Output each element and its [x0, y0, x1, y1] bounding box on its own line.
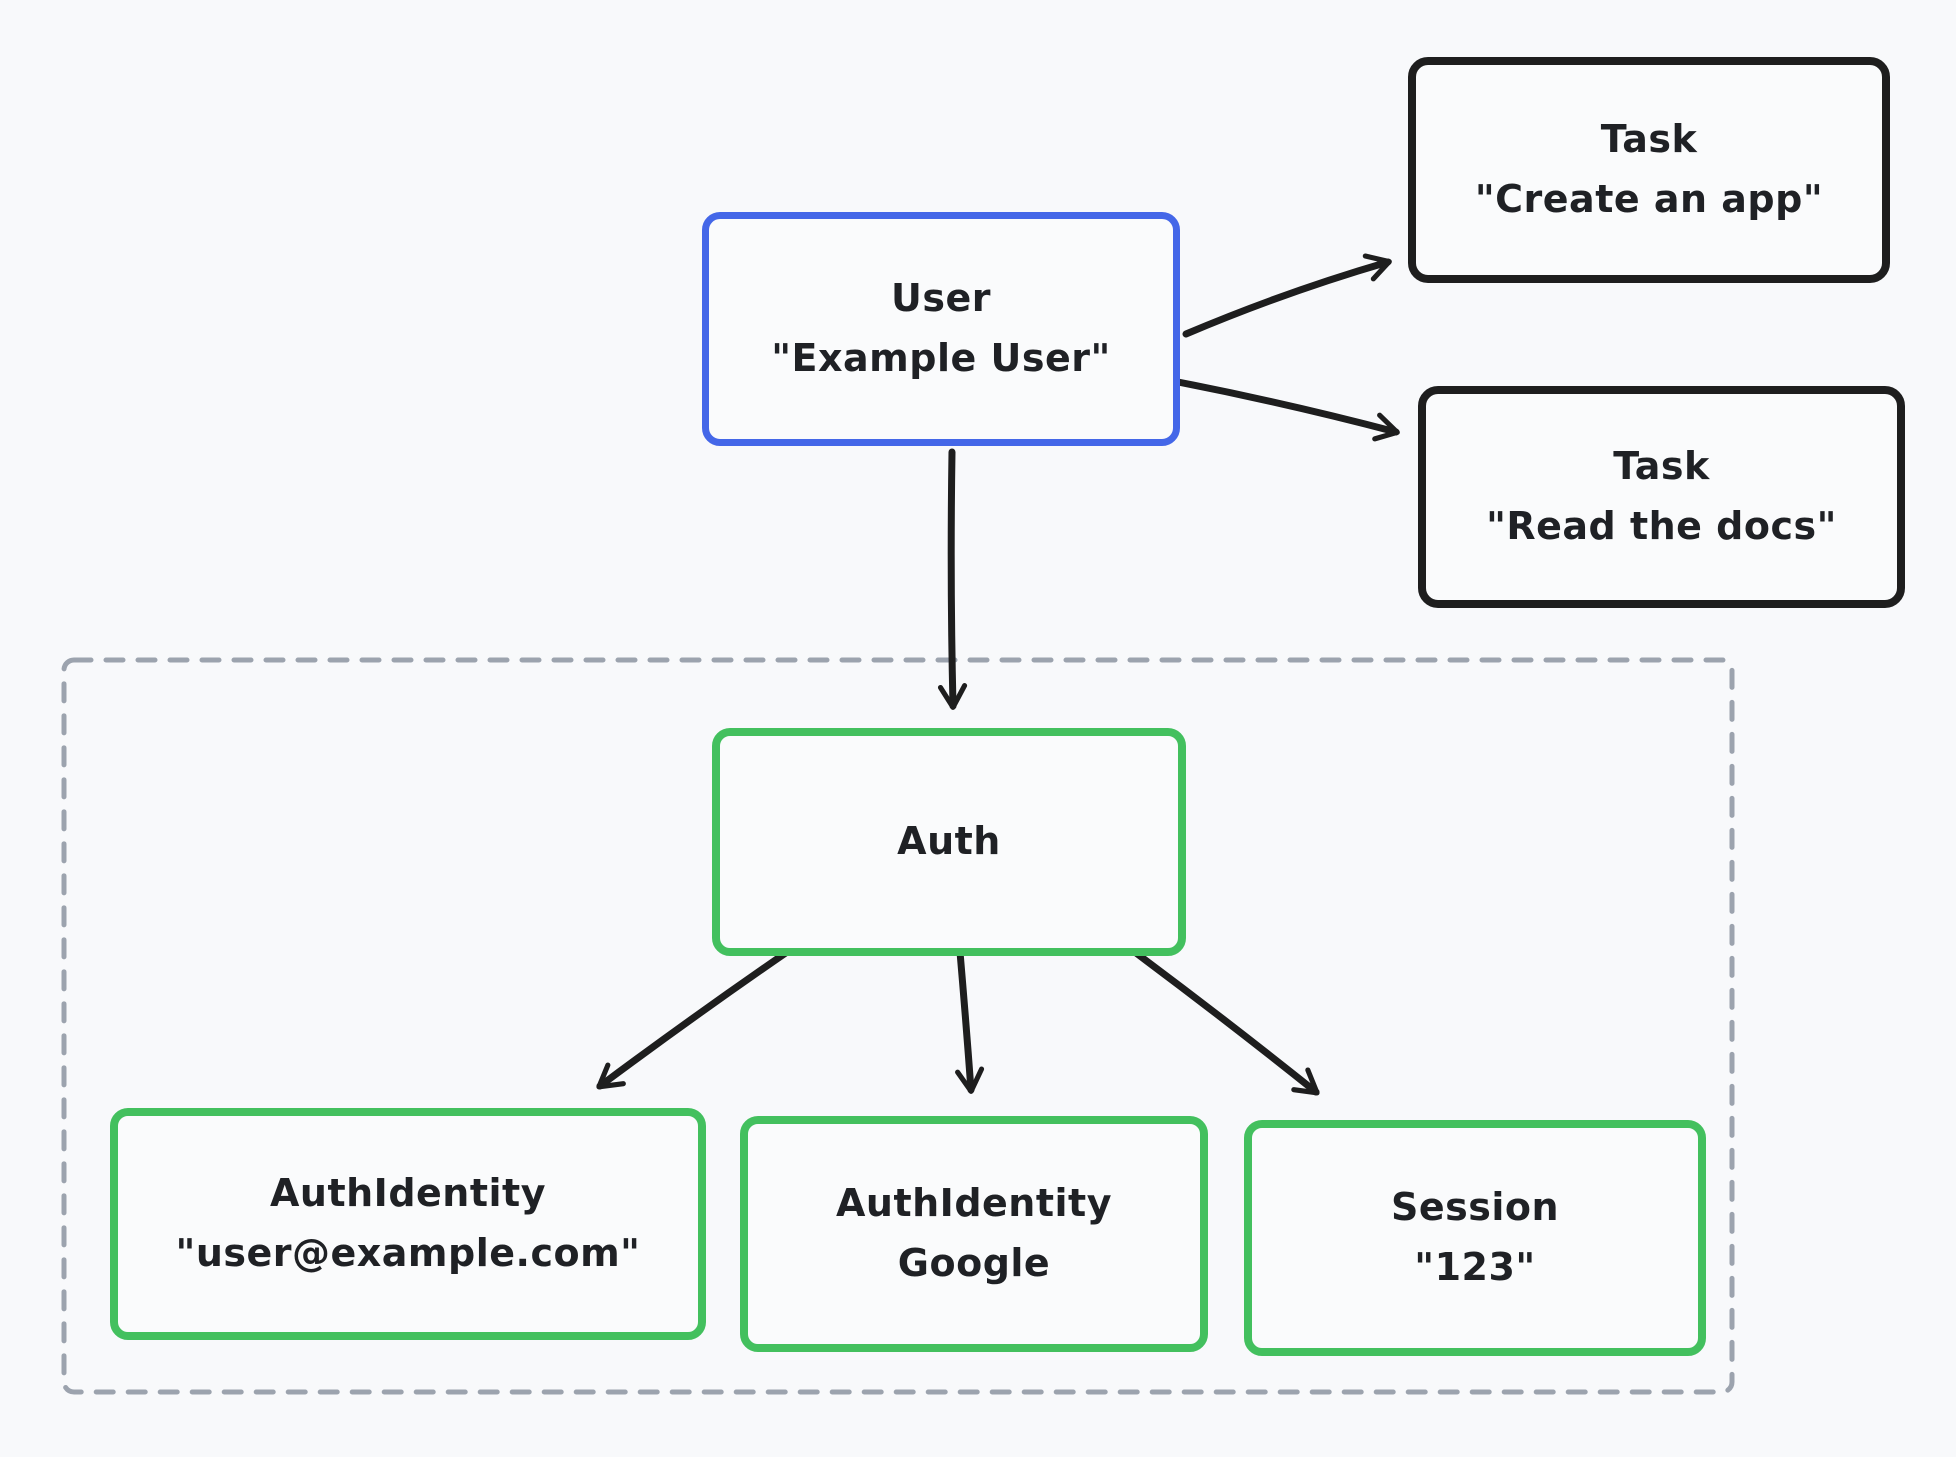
- node-user-value: "Example User": [771, 336, 1111, 380]
- arrow-auth-to-auth-identity-email: [596, 946, 794, 1090]
- node-auth-identity-google-value: Google: [897, 1241, 1051, 1285]
- node-user: User "Example User": [702, 212, 1180, 446]
- node-auth-identity-google: AuthIdentity Google: [740, 1116, 1208, 1352]
- arrow-user-to-task-read: [1174, 378, 1400, 442]
- arrow-user-to-task-create: [1182, 253, 1392, 338]
- node-task-read-title: Task: [1613, 444, 1710, 489]
- node-auth-identity-email: AuthIdentity "user@example.com": [110, 1108, 706, 1340]
- arrow-user-to-auth: [937, 448, 968, 710]
- node-user-title: User: [891, 276, 991, 321]
- node-auth-identity-email-title: AuthIdentity: [270, 1171, 546, 1216]
- node-session-title: Session: [1390, 1185, 1560, 1230]
- node-task-create-title: Task: [1600, 117, 1698, 162]
- arrow-auth-to-auth-identity-google: [955, 948, 985, 1094]
- node-task-read-the-docs: Task "Read the docs": [1418, 386, 1905, 608]
- node-task-create-an-app: Task "Create an app": [1408, 57, 1890, 283]
- node-task-read-value: "Read the docs": [1486, 504, 1837, 548]
- node-session-value: "123": [1414, 1245, 1536, 1289]
- node-auth: Auth: [712, 728, 1186, 956]
- node-task-create-value: "Create an app": [1474, 177, 1824, 221]
- node-auth-identity-google-title: AuthIdentity: [836, 1181, 1112, 1226]
- node-auth-title: Auth: [897, 819, 1001, 864]
- node-auth-identity-email-value: "user@example.com": [175, 1231, 641, 1275]
- arrow-auth-to-session: [1128, 946, 1320, 1096]
- node-session: Session "123": [1244, 1120, 1706, 1356]
- auth-group-boundary: [61, 657, 1735, 1395]
